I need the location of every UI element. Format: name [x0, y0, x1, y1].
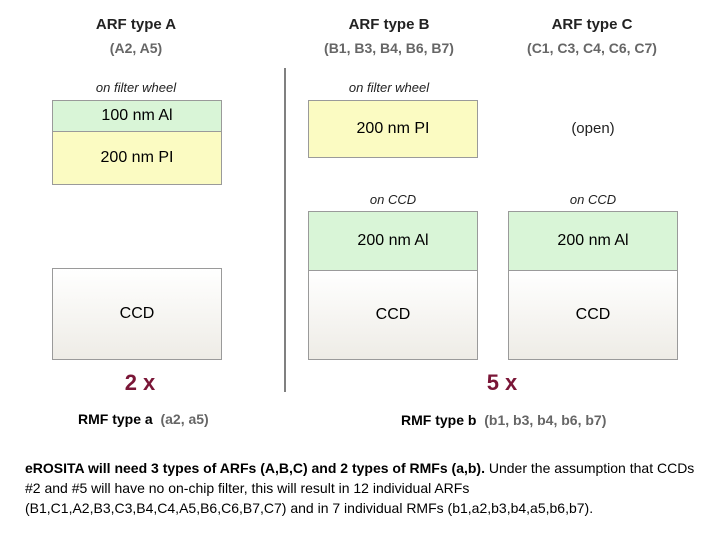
arf-type-b-pi-label: 200 nm PI	[356, 120, 430, 137]
arf-type-b-title: ARF type B	[348, 16, 430, 33]
arf-type-a-title: ARF type A	[95, 16, 177, 33]
rmf-type-a-list: (a2, a5)	[160, 411, 209, 427]
arf-type-c-al-layer: 200 nm Al	[508, 211, 678, 271]
rmf-type-a-label: RMF type a	[78, 411, 153, 427]
summary-bold-text: eROSITA will need 3 types of ARFs (A,B,C…	[25, 460, 485, 476]
arf-type-a-al-layer: 100 nm Al	[52, 100, 222, 132]
arf-type-b-subtitle: (B1, B3, B4, B6, B7)	[324, 40, 454, 56]
arf-type-b-ccd: CCD	[308, 270, 478, 360]
arf-type-b-al-label: 200 nm Al	[357, 232, 429, 249]
multiplier-left: 2 x	[124, 370, 156, 395]
arf-type-c-ccd-note: on CCD	[569, 192, 617, 207]
arf-type-a-ccd: CCD	[52, 268, 222, 360]
column-divider	[284, 68, 286, 392]
arf-type-a-pi-label: 200 nm PI	[100, 149, 174, 166]
arf-type-c-ccd: CCD	[508, 270, 678, 360]
arf-type-c-open-label: (open)	[571, 120, 615, 137]
arf-type-c-ccd-label: CCD	[575, 306, 611, 323]
arf-type-b-pi-filter: 200 nm PI	[308, 100, 478, 158]
arf-type-b-al-layer: 200 nm Al	[308, 211, 478, 271]
arf-type-c-subtitle: (C1, C3, C4, C6, C7)	[527, 40, 657, 56]
rmf-type-a: RMF type a (a2, a5)	[78, 411, 268, 427]
rmf-type-b-list: (b1, b3, b4, b6, b7)	[484, 412, 607, 428]
summary-rest-text: Under the assumption that CCDs #2 and #5…	[25, 460, 695, 516]
arf-type-a-pi-layer: 200 nm PI	[52, 131, 222, 185]
summary-paragraph: eROSITA will need 3 types of ARFs (A,B,C…	[25, 458, 705, 518]
arf-type-a-ccd-label: CCD	[119, 305, 155, 322]
rmf-type-b-label: RMF type b	[401, 412, 477, 428]
arf-type-a-subtitle: (A2, A5)	[109, 40, 163, 56]
arf-type-a-filter-wheel-note: on filter wheel	[95, 80, 177, 95]
rmf-type-b: RMF type b (b1, b3, b4, b6, b7)	[401, 412, 661, 428]
arf-type-a-al-label: 100 nm Al	[101, 107, 173, 124]
arf-type-c-al-label: 200 nm Al	[557, 232, 629, 249]
multiplier-right: 5 x	[486, 370, 518, 395]
arf-type-b-ccd-note: on CCD	[369, 192, 417, 207]
arf-type-b-ccd-label: CCD	[375, 306, 411, 323]
arf-type-b-filter-wheel-note: on filter wheel	[348, 80, 430, 95]
arf-type-c-title: ARF type C	[551, 16, 633, 33]
